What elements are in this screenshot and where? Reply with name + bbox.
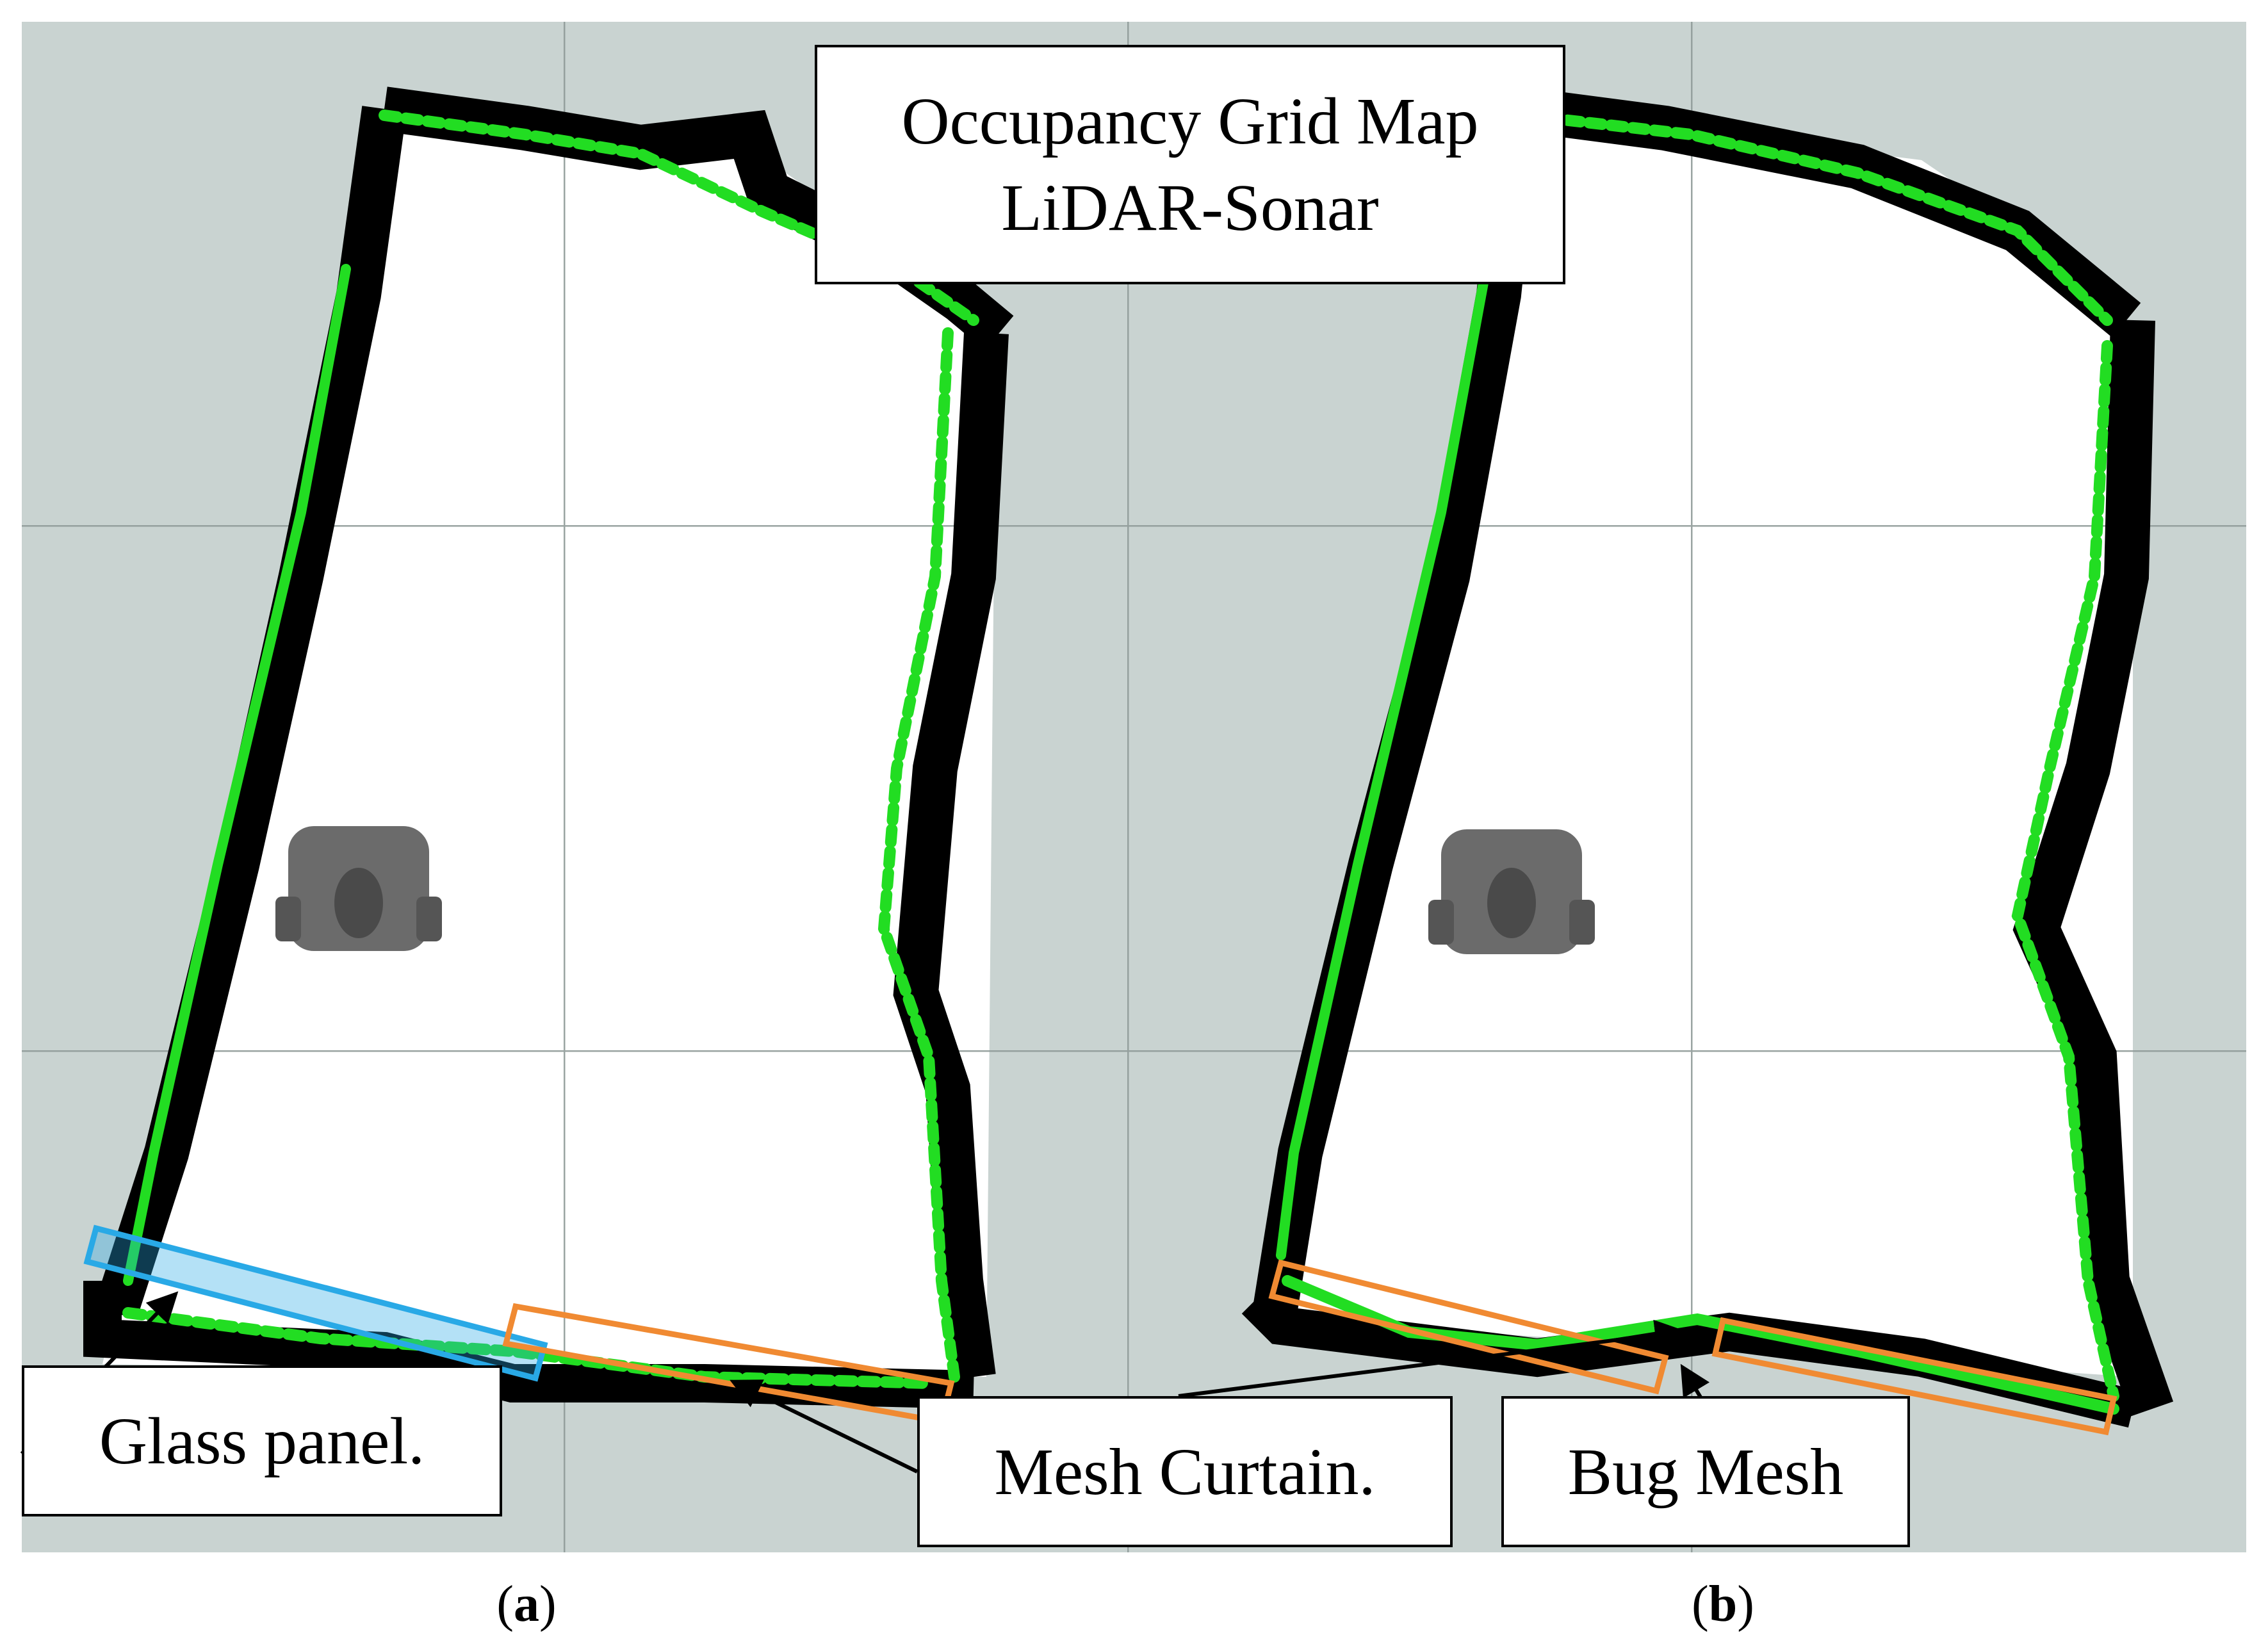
glass-panel-callout: Glass panel. [22,1365,502,1516]
title-callout: Occupancy Grid Map LiDAR-Sonar [815,45,1565,284]
panel-caption-b: (b) [1692,1576,1754,1632]
arrow-icon [1178,1319,1686,1398]
panel-letter-a: a [514,1576,539,1632]
mesh-curtain-callout: Mesh Curtain. [917,1396,1453,1547]
title-line-2: LiDAR-Sonar [1001,171,1379,245]
bug-mesh-highlight [1711,1317,2117,1436]
robot-icon [1428,829,1595,954]
glass-panel-highlight [83,1224,548,1382]
panel-caption-a: (a) [496,1576,557,1632]
title-line-1: Occupancy Grid Map [901,84,1479,158]
bug-mesh-callout: Bug Mesh [1501,1396,1910,1547]
mesh-curtain-highlight-b [1268,1259,1669,1395]
robot-icon [275,826,442,951]
panel-letter-b: b [1708,1576,1738,1632]
arrow-icon [730,1379,918,1474]
